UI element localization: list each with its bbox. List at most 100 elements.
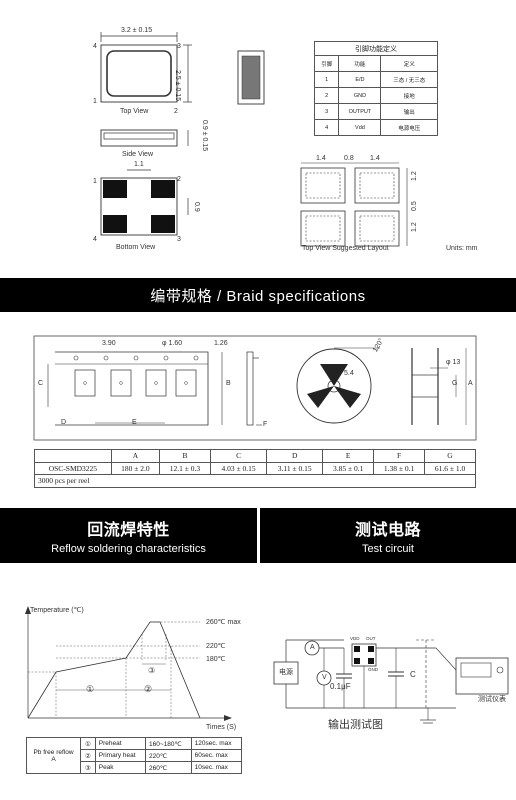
braid-table-header: F [373,449,426,463]
braid-cell: 61.6 ± 1.0 [424,461,476,475]
braid-cell: 3.85 ± 0.1 [322,461,375,475]
reflow-temp: 160~180℃ [145,737,192,750]
load-cap-label: C [410,670,416,679]
table-row: ③ Peak 260℃ 10sec. max [27,761,243,774]
pin-number: 3 [313,103,340,120]
braid-table-header: B [159,449,211,463]
side-height-dim: 0.9 ± 0.15 [201,120,208,152]
reflow-stage: Primary heat [94,749,147,762]
pin-number: 4 [313,119,340,136]
tape-hole: φ 1.60 [162,340,183,347]
table-row: Pb free reflow A ① Preheat 160~180℃ 120s… [25,737,243,774]
instrument-label: 测试仪表 [478,696,506,703]
reflow-zone-3: ③ [148,666,156,675]
braid-table-header: C [209,449,268,463]
pin-label-1-bottom: 1 [93,178,97,185]
layout-dim-top-3: 1.4 [370,155,380,162]
top-view-label: Top View [120,108,149,115]
reflow-title-en: Reflow soldering characteristics [51,543,206,555]
voltmeter-label: V [322,674,327,681]
ammeter-label: A [310,644,315,651]
pin-label-3-bottom: 3 [177,236,181,243]
reel-hub: 5.4 [344,370,354,377]
braid-cell: 12.1 ± 0.3 [159,461,211,475]
pin-function: OUTPUT [338,103,382,120]
bottom-pad-width: 1.1 [134,161,144,168]
pin-function: GND [338,87,382,104]
test-circuit-diagram [273,639,509,724]
reflow-step: ① [80,737,96,750]
reflow-curve [25,606,232,721]
braid-cell: 180 ± 2.0 [110,461,161,475]
units-label: Units: mm [446,245,478,252]
layout-dim-side-2: 0.5 [411,201,418,211]
chip-gnd-label: GND [368,667,378,672]
pin-definition: 输出 [380,103,438,120]
tape-thickness: 1.26 [214,340,228,347]
layout-label: Top View Suggested Layout [302,245,389,252]
braid-cell: 3.11 ± 0.15 [266,461,324,475]
reflow-banner: 回流焊特性 Reflow soldering characteristics [0,508,257,563]
reflow-title-cn: 回流焊特性 [87,522,170,539]
pin-definition-table: 引脚功能定义 引脚 功能 定义 1 E/D 三态 / 无三态 2 GND 接地 … [313,41,438,136]
tape-letter-e: E [132,419,137,426]
pin-definition: 三态 / 无三态 [380,71,438,88]
reflow-step: ② [80,749,96,762]
pin-number: 1 [313,71,340,88]
pin-table-header: 功能 [338,55,382,72]
reflow-y-label: Temperature (℃) [30,607,84,614]
pin-definition: 接地 [380,87,438,104]
power-label: 电源 [279,669,293,676]
side-view-label: Side View [122,151,154,158]
braid-note: 3000 pcs per reel [34,474,476,488]
reflow-table: Pb free reflow A ① Preheat 160~180℃ 120s… [25,737,243,774]
braid-table-header [34,449,112,463]
layout-dim-side-1: 1.2 [411,171,418,181]
braid-banner-title: 编带规格 / Braid specifications [150,287,366,305]
tape-letter-f: F [263,421,268,428]
reflow-x-label: Times (S) [206,724,237,731]
pin-label-4-bottom: 4 [93,236,97,243]
top-height-dim: 2.5 ± 0.15 [174,70,181,102]
braid-table-header: G [424,449,476,463]
reflow-temp: 260℃ [145,761,192,774]
layout-dim-top-2: 0.8 [344,155,354,162]
layout-dim-side-3: 1.2 [411,222,418,232]
table-row: OSC-SMD3225 180 ± 2.0 12.1 ± 0.3 4.03 ± … [34,461,476,475]
reflow-zone-2: ② [144,684,153,694]
tape-letter-c: C [38,380,44,387]
reflow-temp-220: 220℃ [206,643,226,650]
reflow-time: 10sec. max [190,761,243,774]
tape-letter-a: A [468,380,473,387]
cap-label: 0.1μF [330,682,351,691]
bottom-pad-height: 0.9 [193,202,200,212]
top-view-drawing [100,32,408,247]
test-title-cn: 测试电路 [354,522,421,539]
reflow-group-label: Pb free reflow [33,748,74,756]
reflow-temp: 220℃ [145,749,192,762]
pin-table-header: 定义 [380,55,438,72]
chip-out-label: OUT [366,636,376,641]
reflow-time: 60sec. max [190,749,243,762]
braid-table-header: E [322,449,375,463]
pin-number: 2 [313,87,340,104]
reflow-temp-180: 180℃ [206,656,226,663]
bottom-view-label: Bottom View [116,244,156,251]
braid-cell: 4.03 ± 0.15 [209,461,268,475]
braid-banner: 编带规格 / Braid specifications [0,278,516,312]
chip-vdd-label: VDD [350,636,360,641]
table-row: 3 OUTPUT 输出 [313,103,438,120]
pin-function: Vdd [338,119,382,136]
test-banner: 测试电路 Test circuit [260,508,516,563]
reel-hole: φ 13 [446,359,461,366]
braid-table-header: D [266,449,324,463]
tape-letter-d: D [61,419,67,426]
tape-reel-drawing [33,335,477,441]
table-row: 1 E/D 三态 / 无三态 [313,71,438,88]
pin-definition: 电源电压 [380,119,438,136]
tape-letter-g: G [452,380,458,387]
reflow-step: ③ [80,761,96,774]
pin-label-4-top: 4 [93,43,97,50]
reflow-stage: Peak [94,761,147,774]
pin-label-2-bottom: 2 [177,176,181,183]
